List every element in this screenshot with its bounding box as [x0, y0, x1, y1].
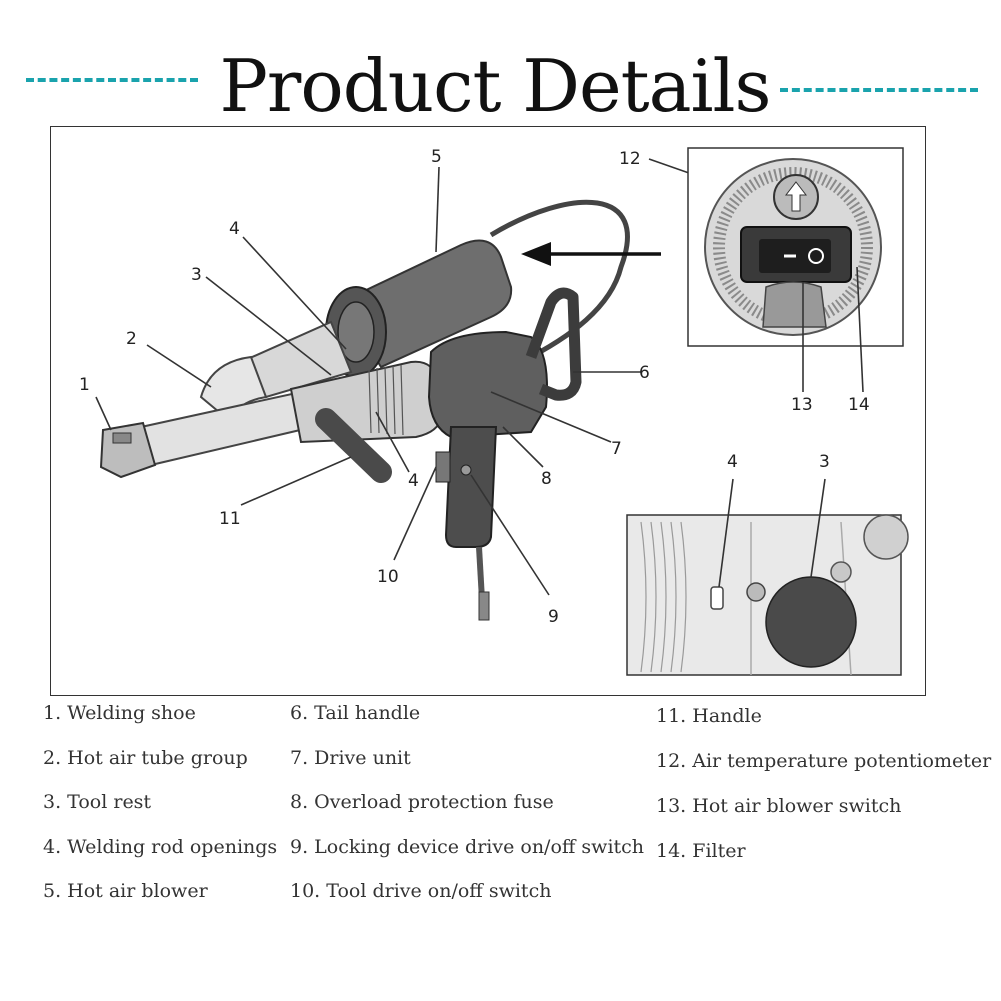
callout-4-inset: 4 [727, 452, 738, 472]
title-bar: Product Details [0, 38, 1001, 138]
legend-item-3: 3. Tool rest [43, 791, 152, 813]
callout-5: 5 [431, 147, 442, 167]
legend-item-13: 13. Hot air blower switch [656, 795, 902, 817]
title-dash-left [26, 78, 198, 82]
legend-item-11: 11. Handle [656, 705, 762, 727]
legend-item-2: 2. Hot air tube group [43, 747, 248, 769]
legend-item-6: 6. Tail handle [290, 702, 421, 724]
legend-item-4: 4. Welding rod openings [43, 836, 278, 858]
legend-item-12: 12. Air temperature potentiometer [656, 750, 992, 772]
callout-11: 11 [219, 509, 241, 529]
callout-6: 6 [639, 363, 650, 383]
control-panel-inset [687, 147, 904, 393]
diagram-frame: 5 4 3 2 1 12 6 7 8 11 4 10 9 13 14 4 3 [50, 126, 926, 696]
title-dash-right [780, 88, 978, 92]
callout-14: 14 [848, 395, 870, 415]
legend-item-5: 5. Hot air blower [43, 880, 208, 902]
callout-10: 10 [377, 567, 399, 587]
callout-8: 8 [541, 469, 552, 489]
callout-2: 2 [126, 329, 137, 349]
callout-3: 3 [191, 265, 202, 285]
callout-numbers: 5 4 3 2 1 12 6 7 8 11 4 10 9 13 14 4 3 [79, 147, 870, 627]
legend-item-1: 1. Welding shoe [43, 702, 196, 724]
callout-7: 7 [611, 439, 622, 459]
legend-item-9: 9. Locking device drive on/off switch [290, 836, 645, 858]
callout-4-mid: 4 [408, 471, 419, 491]
callout-4-top: 4 [229, 219, 240, 239]
legend-item-8: 8. Overload protection fuse [290, 791, 554, 813]
callout-13: 13 [791, 395, 813, 415]
callout-1: 1 [79, 375, 90, 395]
legend-item-10: 10. Tool drive on/off switch [290, 880, 552, 902]
tool-rest-inset [626, 478, 909, 676]
page-title: Product Details [219, 44, 771, 128]
legend-item-14: 14. Filter [656, 840, 746, 862]
callout-12: 12 [619, 149, 641, 169]
callout-3-inset: 3 [819, 452, 830, 472]
legend-item-7: 7. Drive unit [290, 747, 411, 769]
callout-9: 9 [548, 607, 559, 627]
welding-gun-illustration [99, 199, 661, 621]
welding-gun-diagram: 5 4 3 2 1 12 6 7 8 11 4 10 9 13 14 4 3 [79, 147, 909, 676]
